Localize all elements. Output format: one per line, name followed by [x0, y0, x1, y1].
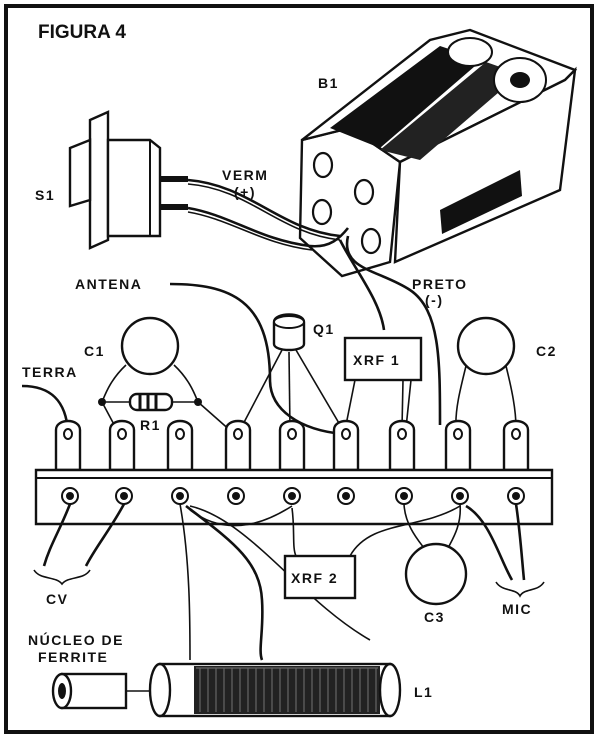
antenna-wire [169, 282, 344, 436]
label-nucleo-1: NÚCLEO DE [28, 631, 124, 648]
capacitor-c1 [101, 316, 199, 403]
figure-title: FIGURA 4 [38, 22, 126, 43]
label-xrf1: XRF 1 [353, 352, 400, 368]
label-mic: MIC [502, 601, 532, 617]
choke-xrf1 [343, 336, 423, 431]
coil-l1 [148, 662, 402, 718]
mic-brace [495, 581, 545, 598]
switch-s1 [68, 110, 188, 250]
label-c2: C2 [536, 343, 557, 359]
label-verm: VERM [222, 167, 268, 183]
choke-xrf2 [283, 554, 357, 600]
label-b1: B1 [318, 75, 339, 91]
transistor-q1 [239, 313, 344, 431]
label-antena: ANTENA [75, 276, 142, 292]
battery-holder-b1 [298, 28, 578, 278]
label-r1: R1 [140, 417, 161, 433]
capacitor-c2 [455, 316, 517, 429]
cv-brace [33, 569, 91, 586]
figure-frame [4, 4, 594, 734]
label-preto: PRETO [412, 276, 467, 292]
label-verm-sign: (+) [234, 184, 256, 200]
terminal-strip [34, 419, 554, 526]
battery-wires [187, 178, 442, 426]
lower-wiring [42, 503, 526, 661]
label-s1: S1 [35, 187, 55, 203]
label-c3: C3 [424, 609, 445, 625]
label-l1: L1 [414, 684, 433, 700]
label-q1: Q1 [313, 321, 335, 337]
capacitor-c3 [404, 542, 468, 606]
resistor-r1 [98, 392, 233, 433]
ferrite-core [51, 672, 156, 710]
label-terra: TERRA [22, 364, 78, 380]
label-xrf2: XRF 2 [291, 570, 338, 586]
label-nucleo-2: FERRITE [38, 649, 108, 665]
label-preto-sign: (-) [425, 292, 444, 308]
label-cv: CV [46, 591, 68, 607]
label-c1: C1 [84, 343, 105, 359]
